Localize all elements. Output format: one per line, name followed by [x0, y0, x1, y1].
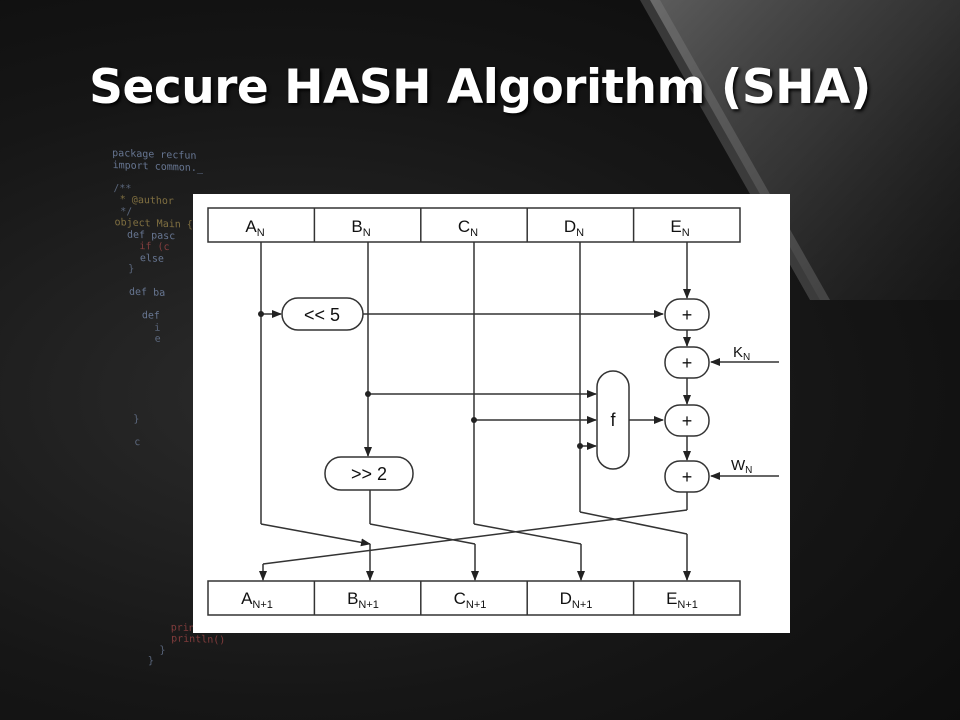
svg-text:<< 5: << 5	[304, 305, 340, 325]
adder-1: +	[664, 298, 710, 331]
svg-text:+: +	[682, 467, 693, 487]
svg-text:+: +	[682, 411, 693, 431]
register-b-n1: BN+1	[347, 589, 379, 611]
slide-title: Secure HASH Algorithm (SHA)	[89, 60, 871, 115]
rotate-right-2-block: >> 2	[324, 456, 414, 491]
bottom-register-row: AN+1 BN+1 CN+1 DN+1 EN+1	[207, 580, 741, 616]
adder-4: +	[664, 460, 710, 493]
register-d-n: DN	[564, 217, 584, 239]
w-n-input-label: WN	[731, 457, 752, 476]
k-n-input-label: KN	[733, 344, 750, 363]
register-b-n: BN	[351, 217, 370, 239]
svg-text:+: +	[682, 305, 693, 325]
function-f-block: f	[596, 370, 630, 470]
svg-text:f: f	[610, 410, 616, 430]
register-a-n1: AN+1	[241, 589, 273, 611]
adder-2: +	[664, 346, 710, 379]
svg-text:>> 2: >> 2	[351, 464, 387, 484]
data-flow-wires	[259, 242, 779, 581]
junction-dots	[258, 311, 583, 449]
register-a-n: AN	[245, 217, 264, 239]
register-c-n: CN	[458, 217, 478, 239]
register-e-n: EN	[670, 217, 689, 239]
sha-round-diagram: AN BN CN DN EN AN+1 BN+1 CN+1 DN+1 EN+1	[193, 194, 790, 633]
svg-text:+: +	[682, 353, 693, 373]
register-c-n1: CN+1	[454, 589, 487, 611]
adder-3: +	[664, 404, 710, 437]
rotate-left-5-block: << 5	[281, 297, 364, 331]
top-register-row: AN BN CN DN EN	[207, 207, 741, 243]
register-d-n1: DN+1	[560, 589, 593, 611]
register-e-n1: EN+1	[666, 589, 698, 611]
